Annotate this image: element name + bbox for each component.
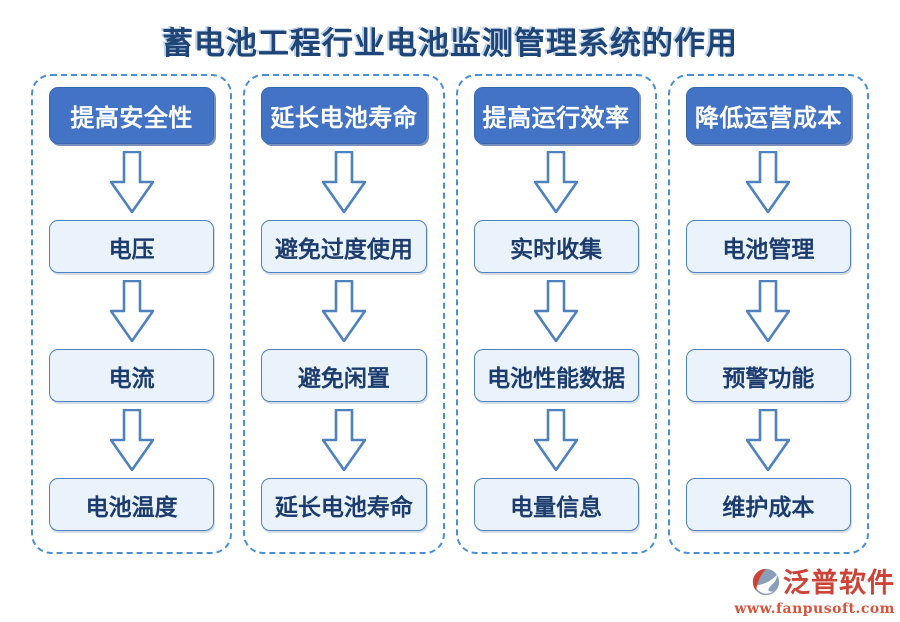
columns-row: 提高安全性电压电流电池温度延长电池寿命避免过度使用避免闲置延长电池寿命提高运行效… xyxy=(31,74,869,554)
flow-item: 预警功能 xyxy=(685,349,851,402)
diagram-canvas: 蓄电池工程行业电池监测管理系统的作用 提高安全性电压电流电池温度延长电池寿命避免… xyxy=(0,22,900,622)
down-arrow-icon xyxy=(746,280,791,342)
brand-row: 泛普软件 xyxy=(734,567,895,600)
down-arrow-icon xyxy=(746,409,791,471)
fanpu-logo-icon xyxy=(751,567,781,600)
flow-item: 延长电池寿命 xyxy=(261,478,427,531)
flow-item: 电池管理 xyxy=(685,220,851,273)
flow-column-2: 延长电池寿命避免过度使用避免闲置延长电池寿命 xyxy=(243,74,445,554)
down-arrow-icon xyxy=(321,280,366,342)
flow-item: 维护成本 xyxy=(685,478,851,531)
down-arrow-icon xyxy=(534,409,579,471)
flow-column-4: 降低运营成本电池管理预警功能维护成本 xyxy=(667,74,869,554)
down-arrow-icon xyxy=(321,409,366,471)
flow-item: 电量信息 xyxy=(473,478,639,531)
brand-name: 泛普软件 xyxy=(783,568,895,599)
column-header: 延长电池寿命 xyxy=(261,87,427,144)
flow-item: 电池温度 xyxy=(49,478,215,531)
flow-item: 避免过度使用 xyxy=(261,220,427,273)
flow-item: 实时收集 xyxy=(473,220,639,273)
flow-column-3: 提高运行效率实时收集电池性能数据电量信息 xyxy=(455,74,657,554)
column-header: 提高安全性 xyxy=(49,87,215,144)
down-arrow-icon xyxy=(109,409,154,471)
flow-item: 电压 xyxy=(49,220,215,273)
down-arrow-icon xyxy=(534,151,579,213)
brand-watermark: 泛普软件 www.fanpusoft.com xyxy=(730,567,895,616)
flow-item: 避免闲置 xyxy=(261,349,427,402)
down-arrow-icon xyxy=(746,151,791,213)
down-arrow-icon xyxy=(534,280,579,342)
down-arrow-icon xyxy=(109,151,154,213)
column-header: 降低运营成本 xyxy=(685,87,851,144)
page-title: 蓄电池工程行业电池监测管理系统的作用 xyxy=(162,26,738,62)
brand-url: www.fanpusoft.com xyxy=(734,601,895,617)
flow-item: 电池性能数据 xyxy=(473,349,639,402)
down-arrow-icon xyxy=(321,151,366,213)
flow-column-1: 提高安全性电压电流电池温度 xyxy=(31,74,233,554)
down-arrow-icon xyxy=(109,280,154,342)
flow-item: 电流 xyxy=(49,349,215,402)
column-header: 提高运行效率 xyxy=(473,87,639,144)
